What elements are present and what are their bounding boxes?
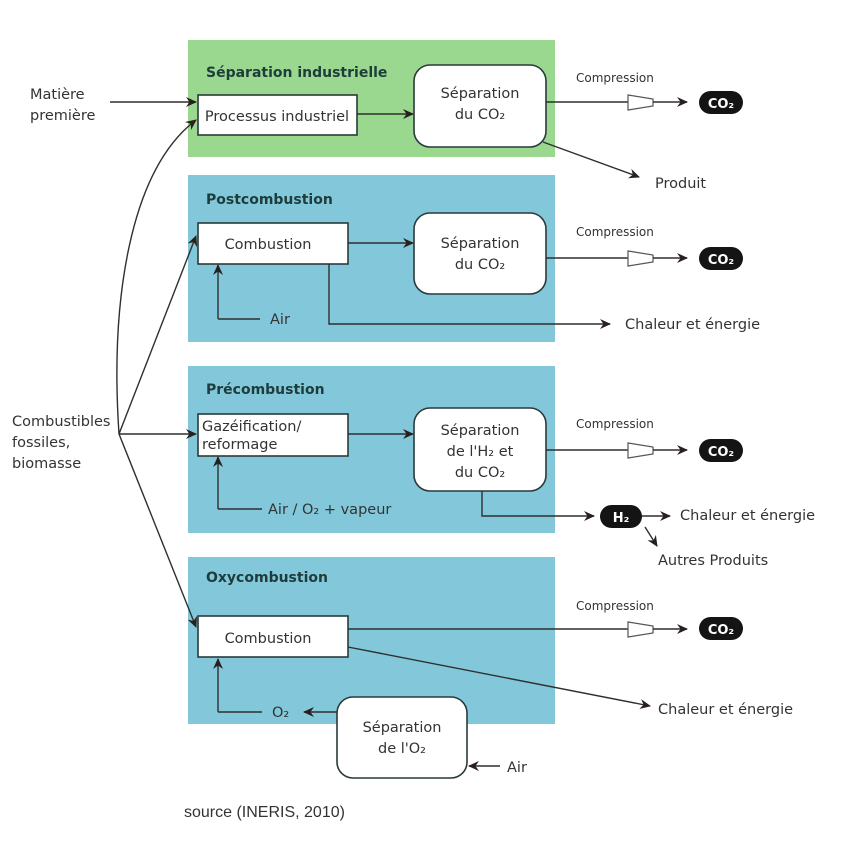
label-separation-line2: du CO₂: [455, 107, 505, 123]
panel-title-precombustion: Précombustion: [206, 382, 325, 398]
box-separation-co2-post: [413, 212, 547, 295]
label-chaleur-energie: Chaleur et énergie: [680, 508, 815, 524]
arrow-combustibles-to-oxycombustion: [118, 433, 197, 628]
input-matiere-line1: Matière: [30, 87, 85, 103]
co2-output-label: CO₂: [708, 253, 734, 268]
arrow-to-h2: [481, 491, 595, 521]
input-combustibles-line1: Combustibles: [12, 414, 111, 430]
label-separation-line1: Séparation: [441, 86, 520, 102]
co2-output-pill: [699, 91, 743, 114]
arrow-to-chaleur: [328, 264, 611, 329]
input-matiere-line2: première: [30, 108, 95, 124]
box-separation-o2: [336, 696, 468, 779]
label-autres-produits: Autres Produits: [658, 553, 768, 569]
co2-output-label: CO₂: [708, 445, 734, 460]
arrow-combustibles-to-postcombustion: [118, 235, 198, 435]
co2-output-pill: [699, 617, 743, 640]
co2-output-pill: [699, 247, 743, 270]
label-compression: Compression: [576, 71, 654, 85]
label-chaleur-energie: Chaleur et énergie: [658, 702, 793, 718]
label-air-o2-vapeur: Air / O₂ + vapeur: [268, 502, 391, 518]
h2-pill: [600, 505, 642, 528]
label-compression: Compression: [576, 417, 654, 431]
label-chaleur-energie: Chaleur et énergie: [625, 317, 760, 333]
co2-output-label: CO₂: [708, 97, 734, 112]
label-separation-line1: Séparation: [441, 423, 520, 439]
h2-label: H₂: [613, 511, 630, 526]
arrow-combustibles-to-industriel: [116, 119, 197, 435]
source-caption: source (INERIS, 2010): [184, 804, 345, 821]
compressor-icon: [627, 250, 654, 267]
label-separation-line2: du CO₂: [455, 257, 505, 273]
compressor-icon: [627, 621, 654, 638]
compressor-icon: [627, 94, 654, 111]
co2-output-pill: [699, 439, 743, 462]
box-separation-co2-industrielle: [413, 64, 547, 148]
label-separation-line3: du CO₂: [455, 465, 505, 481]
label-air-oxy: Air: [507, 760, 527, 776]
box-combustion-post: [197, 222, 349, 265]
label-combustion-oxy: Combustion: [225, 631, 312, 647]
label-separation-line1: Séparation: [441, 236, 520, 252]
label-separation-o2-line2: de l'O₂: [378, 741, 426, 757]
label-air: Air: [270, 312, 290, 328]
label-separation-o2-line1: Séparation: [363, 720, 442, 736]
panel-title-industrielle: Séparation industrielle: [206, 65, 387, 81]
arrow-h2-to-autres-produits: [644, 526, 658, 547]
label-combustion-post: Combustion: [225, 237, 312, 253]
label-produit: Produit: [655, 176, 706, 192]
label-gazeification-line1: Gazéification/: [202, 419, 301, 435]
panel-title-oxycombustion: Oxycombustion: [206, 570, 328, 586]
input-combustibles-line3: biomasse: [12, 456, 81, 472]
label-gazeification-line2: reformage: [202, 437, 277, 453]
compressor-icon: [627, 442, 654, 459]
label-compression: Compression: [576, 225, 654, 239]
label-separation-line2: de l'H₂ et: [447, 444, 514, 460]
arrow-to-produit: [542, 141, 640, 179]
box-processus-industriel: [197, 94, 358, 136]
label-processus-industriel: Processus industriel: [205, 109, 349, 125]
input-combustibles-line2: fossiles,: [12, 435, 70, 451]
label-o2: O₂: [272, 705, 289, 721]
box-combustion-oxy: [197, 615, 349, 658]
panel-title-postcombustion: Postcombustion: [206, 192, 333, 208]
box-gazeification: [197, 413, 349, 457]
co2-output-label: CO₂: [708, 623, 734, 638]
label-compression: Compression: [576, 599, 654, 613]
arrow-to-chaleur: [347, 646, 651, 709]
